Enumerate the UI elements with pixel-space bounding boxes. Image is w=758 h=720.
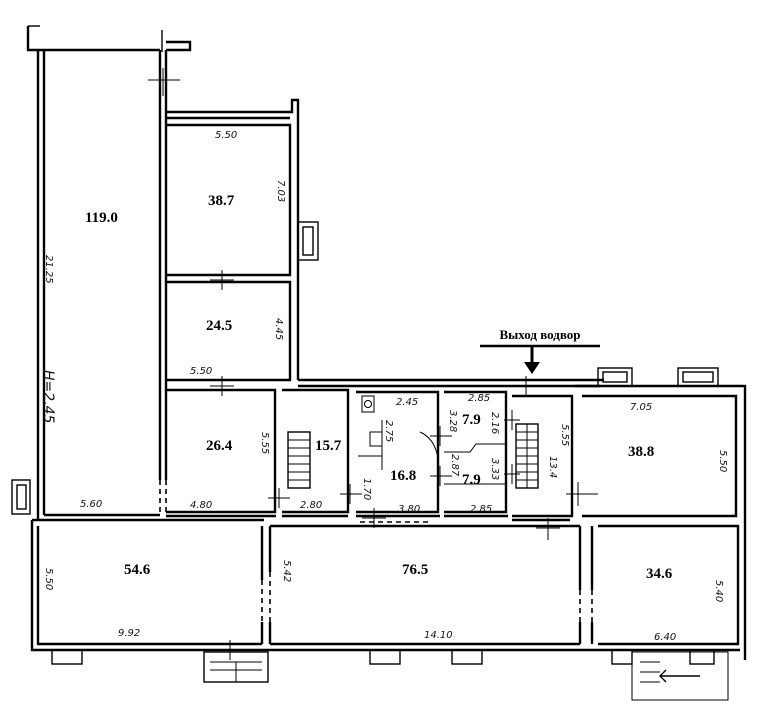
dim-5-60: 5.60 xyxy=(80,499,102,510)
area-7-9-bottom: 7.9 xyxy=(462,472,481,488)
openings xyxy=(159,480,593,622)
dim-14-10: 14.10 xyxy=(424,630,453,641)
area-54-6: 54.6 xyxy=(124,562,151,578)
area-26-4: 26.4 xyxy=(206,438,233,454)
stair-13-4 xyxy=(515,423,539,489)
ceiling-height: H=2.45 xyxy=(40,370,56,424)
area-7-9-top: 7.9 xyxy=(462,412,481,428)
exit-indicator: Выход водвор xyxy=(480,326,600,374)
dim-5-50-top: 5.50 xyxy=(215,130,237,141)
dim-21-25: 21.25 xyxy=(43,255,54,284)
dim-2-85-bottom: 2.85 xyxy=(470,504,492,515)
dim-5-50-mid: 5.50 xyxy=(190,366,212,377)
area-38-7: 38.7 xyxy=(208,193,235,209)
dim-2-45: 2.45 xyxy=(396,397,418,408)
dim-4-45: 4.45 xyxy=(273,318,284,340)
stair-15-7 xyxy=(287,431,311,489)
dim-1-70: 1.70 xyxy=(361,478,372,500)
dim-2-80: 2.80 xyxy=(300,500,322,511)
dim-2-75: 2.75 xyxy=(383,420,394,442)
dim-5-55: 5.55 xyxy=(259,432,270,454)
dim-13-4: 13.4 xyxy=(547,456,558,478)
dim-4-80: 4.80 xyxy=(190,500,212,511)
area-76-5: 76.5 xyxy=(402,562,428,578)
area-34-6: 34.6 xyxy=(646,566,673,582)
dim-3-80: 3.80 xyxy=(398,504,420,515)
dim-2-87: 2.87 xyxy=(449,454,460,477)
dim-5-55-stair: 5.55 xyxy=(559,424,570,446)
area-15-7: 15.7 xyxy=(315,438,342,454)
dim-5-50-right: 5.50 xyxy=(717,450,728,472)
door-markers xyxy=(148,68,598,660)
walls xyxy=(26,25,747,660)
area-38-8: 38.8 xyxy=(628,444,654,460)
dim-3-28: 3.28 xyxy=(447,410,458,432)
dimensions: 5.50 7.03 21.25 4.45 5.50 5.55 5.60 4.80… xyxy=(40,130,728,643)
wc-fixtures xyxy=(358,395,506,485)
dim-7-05: 7.05 xyxy=(630,402,652,413)
dim-7-03: 7.03 xyxy=(275,180,286,202)
dim-6-40: 6.40 xyxy=(654,632,676,643)
dim-9-92: 9.92 xyxy=(118,628,140,639)
dim-2-16: 2.16 xyxy=(489,412,500,434)
dim-5-50-left: 5.50 xyxy=(43,568,54,590)
dim-5-42: 5.42 xyxy=(281,560,292,582)
area-16-8: 16.8 xyxy=(390,468,416,484)
room-areas: 119.0 38.7 24.5 26.4 15.7 16.8 7.9 7.9 3… xyxy=(85,193,673,582)
dim-5-40: 5.40 xyxy=(713,580,724,602)
area-119: 119.0 xyxy=(85,210,118,226)
dim-3-33: 3.33 xyxy=(489,458,500,480)
dim-2-85-top: 2.85 xyxy=(468,393,490,404)
exterior-steps xyxy=(203,651,729,701)
exit-label: Выход водвор xyxy=(499,327,580,342)
area-24-5: 24.5 xyxy=(206,318,232,334)
windows xyxy=(11,221,719,665)
